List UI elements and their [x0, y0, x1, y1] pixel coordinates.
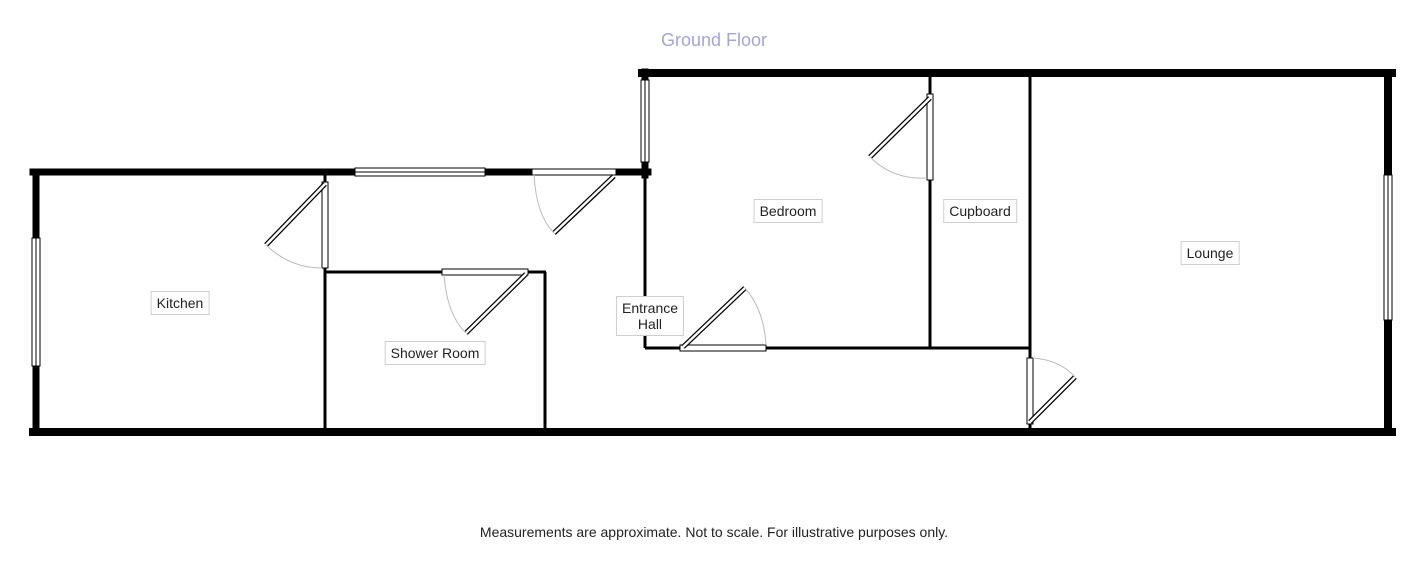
window-kitchen-left [31, 237, 41, 367]
entrance-hall-label-line1: Entrance [621, 300, 679, 316]
windows [31, 79, 1393, 367]
window-lounge-right [1383, 174, 1393, 321]
window-bedroom-left [640, 79, 650, 163]
kitchen-label-text: Kitchen [156, 295, 204, 311]
room-label-lounge: Lounge [1180, 241, 1240, 265]
door-bedroom [679, 286, 767, 352]
door-kitchen [264, 181, 329, 269]
room-label-shower-room: Shower Room [384, 341, 486, 365]
door-cupboard [868, 93, 934, 181]
entrance-hall-label-line2: Hall [637, 316, 663, 332]
door-rear [531, 168, 617, 235]
room-label-cupboard: Cupboard [943, 199, 1017, 223]
bedroom-label-text: Bedroom [759, 203, 817, 219]
door-lounge [1026, 357, 1077, 425]
floor-title: Ground Floor [660, 30, 768, 50]
room-label-kitchen: Kitchen [150, 291, 210, 315]
room-label-bedroom: Bedroom [753, 199, 823, 223]
room-label-entrance-hall: Entrance Hall [615, 296, 685, 336]
disclaimer-footnote: Measurements are approximate. Not to sca… [479, 524, 949, 540]
window-rear-top [354, 167, 486, 177]
door-shower [441, 268, 529, 335]
cupboard-label-text: Cupboard [949, 203, 1011, 219]
lounge-label-text: Lounge [1186, 245, 1234, 261]
doors [264, 93, 1077, 425]
internal-walls [323, 73, 1032, 432]
shower-room-label-text: Shower Room [390, 345, 480, 361]
